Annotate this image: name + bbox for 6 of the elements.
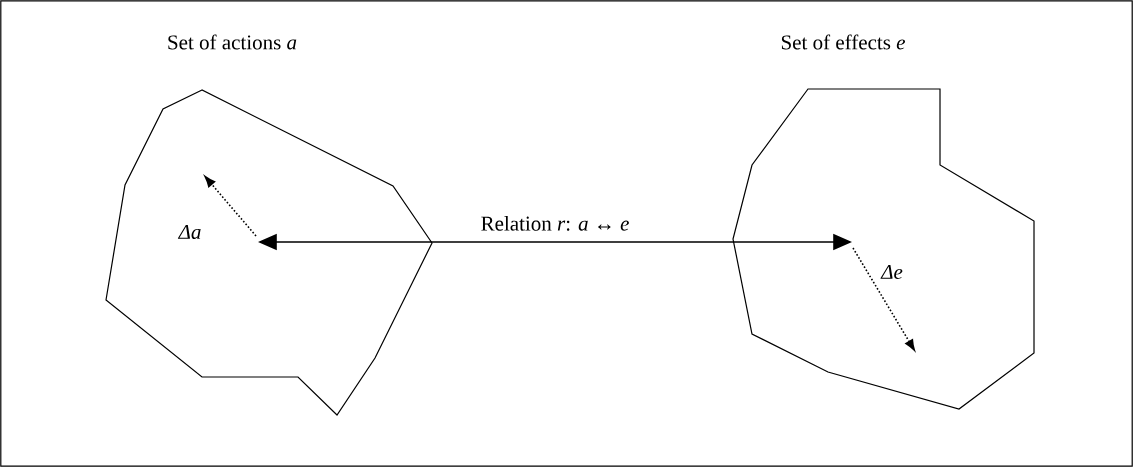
edge-label: Relation r: a ↔ e	[478, 213, 632, 233]
vector-label: Δa	[177, 224, 201, 240]
set-heading: Set of actions a	[168, 34, 297, 50]
set-heading: Set of effects e	[781, 34, 905, 50]
vector-label: Δe	[880, 264, 903, 280]
arrow	[259, 233, 851, 250]
